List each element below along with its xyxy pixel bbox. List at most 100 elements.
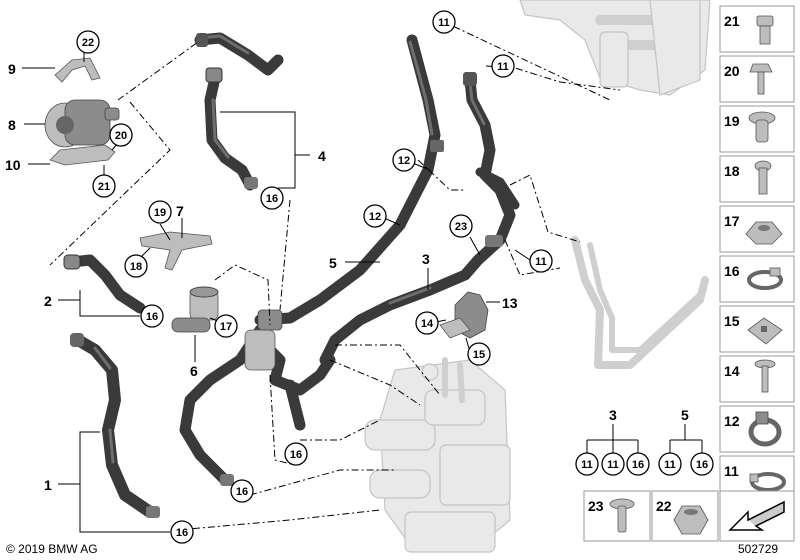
tile-20: 20 xyxy=(719,55,795,103)
ghost-auxiliary-heater xyxy=(364,357,511,553)
svg-text:12: 12 xyxy=(398,155,410,167)
callout-16-b: 16 xyxy=(140,304,164,328)
kit-5-label: 5 xyxy=(681,407,689,423)
callout-11-b: 11 xyxy=(491,54,515,78)
svg-text:18: 18 xyxy=(130,261,142,273)
callouts: 22 20 21 19 18 16 16 17 16 16 16 11 11 1… xyxy=(76,10,553,544)
kit-5: 5 11 16 xyxy=(658,407,714,476)
callout-16-a: 16 xyxy=(260,186,284,210)
diagram-number: 502729 xyxy=(738,542,778,556)
tile-23: 23 xyxy=(583,490,651,542)
tile-17: 17 xyxy=(719,205,795,253)
parts-sidebar: 21 20 19 18 17 xyxy=(719,5,795,503)
label-8: 8 xyxy=(8,117,16,133)
svg-text:14: 14 xyxy=(421,318,434,330)
arrow-symbol-tile xyxy=(719,490,795,542)
label-1: 1 xyxy=(44,477,52,493)
svg-text:14: 14 xyxy=(724,363,740,379)
valve-6 xyxy=(171,286,219,333)
tile-12: 12 xyxy=(719,405,795,453)
svg-text:12: 12 xyxy=(724,413,740,429)
svg-text:16: 16 xyxy=(176,527,188,539)
tile-18: 18 xyxy=(719,155,795,203)
callout-16-d: 16 xyxy=(230,479,254,503)
label-4: 4 xyxy=(318,148,326,164)
tile-16: 16 xyxy=(719,255,795,303)
tile-21: 21 xyxy=(719,5,795,53)
svg-text:16: 16 xyxy=(146,311,158,323)
svg-text:16: 16 xyxy=(696,459,708,471)
ghost-heat-exchanger-top xyxy=(519,0,711,96)
callout-18: 18 xyxy=(124,254,148,278)
hose-5 xyxy=(254,34,444,326)
svg-text:21: 21 xyxy=(724,13,740,29)
hose-3 xyxy=(319,72,520,366)
svg-text:20: 20 xyxy=(724,63,740,79)
ghost-pipe-right xyxy=(571,236,709,369)
label-9: 9 xyxy=(8,61,16,77)
label-2: 2 xyxy=(44,293,52,309)
kit-3-item-11-a: 11 xyxy=(575,452,599,476)
svg-text:18: 18 xyxy=(724,163,740,179)
label-10: 10 xyxy=(5,157,21,173)
svg-text:21: 21 xyxy=(98,181,110,193)
svg-text:16: 16 xyxy=(290,449,302,461)
hose-2 xyxy=(63,254,146,314)
svg-text:20: 20 xyxy=(115,130,127,142)
label-7: 7 xyxy=(176,203,184,219)
svg-text:11: 11 xyxy=(581,459,593,471)
callout-19: 19 xyxy=(148,200,172,224)
label-5: 5 xyxy=(329,255,337,271)
kit-3-item-11-b: 11 xyxy=(601,452,625,476)
svg-text:19: 19 xyxy=(724,113,740,129)
svg-text:11: 11 xyxy=(724,463,739,479)
copyright-text: © 2019 BMW AG xyxy=(6,542,98,556)
part-labels: 9 8 10 7 2 6 1 4 5 3 13 xyxy=(5,61,518,493)
callout-22: 22 xyxy=(76,30,100,54)
callout-15: 15 xyxy=(467,342,491,366)
kit-3: 3 11 11 16 xyxy=(575,407,650,476)
svg-text:11: 11 xyxy=(535,256,547,268)
bracket-13 xyxy=(439,291,489,339)
svg-text:23: 23 xyxy=(455,221,467,233)
svg-text:22: 22 xyxy=(656,498,672,514)
hose-lower-middle xyxy=(179,324,336,486)
label-3: 3 xyxy=(422,251,430,267)
tile-19: 19 xyxy=(719,105,795,153)
kit-3-label: 3 xyxy=(609,407,617,423)
callout-11-c: 11 xyxy=(529,249,553,273)
svg-text:15: 15 xyxy=(473,349,485,361)
svg-text:17: 17 xyxy=(724,213,740,229)
callout-23: 23 xyxy=(449,214,473,238)
tile-15: 15 xyxy=(719,305,795,353)
svg-text:16: 16 xyxy=(724,263,740,279)
callout-16-c: 16 xyxy=(284,442,308,466)
callout-14: 14 xyxy=(415,311,439,335)
label-6: 6 xyxy=(190,363,198,379)
bracket-10 xyxy=(49,144,116,166)
svg-text:11: 11 xyxy=(664,459,676,471)
svg-text:17: 17 xyxy=(220,321,232,333)
kit-5-item-16: 16 xyxy=(690,452,714,476)
leader-lines xyxy=(22,50,531,533)
bracket-9 xyxy=(54,57,101,83)
svg-text:11: 11 xyxy=(607,459,619,471)
svg-text:16: 16 xyxy=(266,193,278,205)
callout-12-a: 12 xyxy=(392,148,416,172)
svg-text:19: 19 xyxy=(154,207,166,219)
svg-text:23: 23 xyxy=(588,498,604,514)
kit-5-item-11: 11 xyxy=(658,452,682,476)
callout-17: 17 xyxy=(214,314,238,338)
svg-text:16: 16 xyxy=(632,459,644,471)
hose-4 xyxy=(194,32,284,191)
svg-text:16: 16 xyxy=(236,486,248,498)
svg-text:11: 11 xyxy=(438,17,450,29)
svg-text:22: 22 xyxy=(82,37,94,49)
callout-11-a: 11 xyxy=(432,10,456,34)
hose-1 xyxy=(70,333,160,518)
tile-14: 14 xyxy=(719,355,795,403)
callout-21: 21 xyxy=(92,174,116,198)
valve-block xyxy=(244,309,283,371)
tile-22: 22 xyxy=(651,490,719,542)
